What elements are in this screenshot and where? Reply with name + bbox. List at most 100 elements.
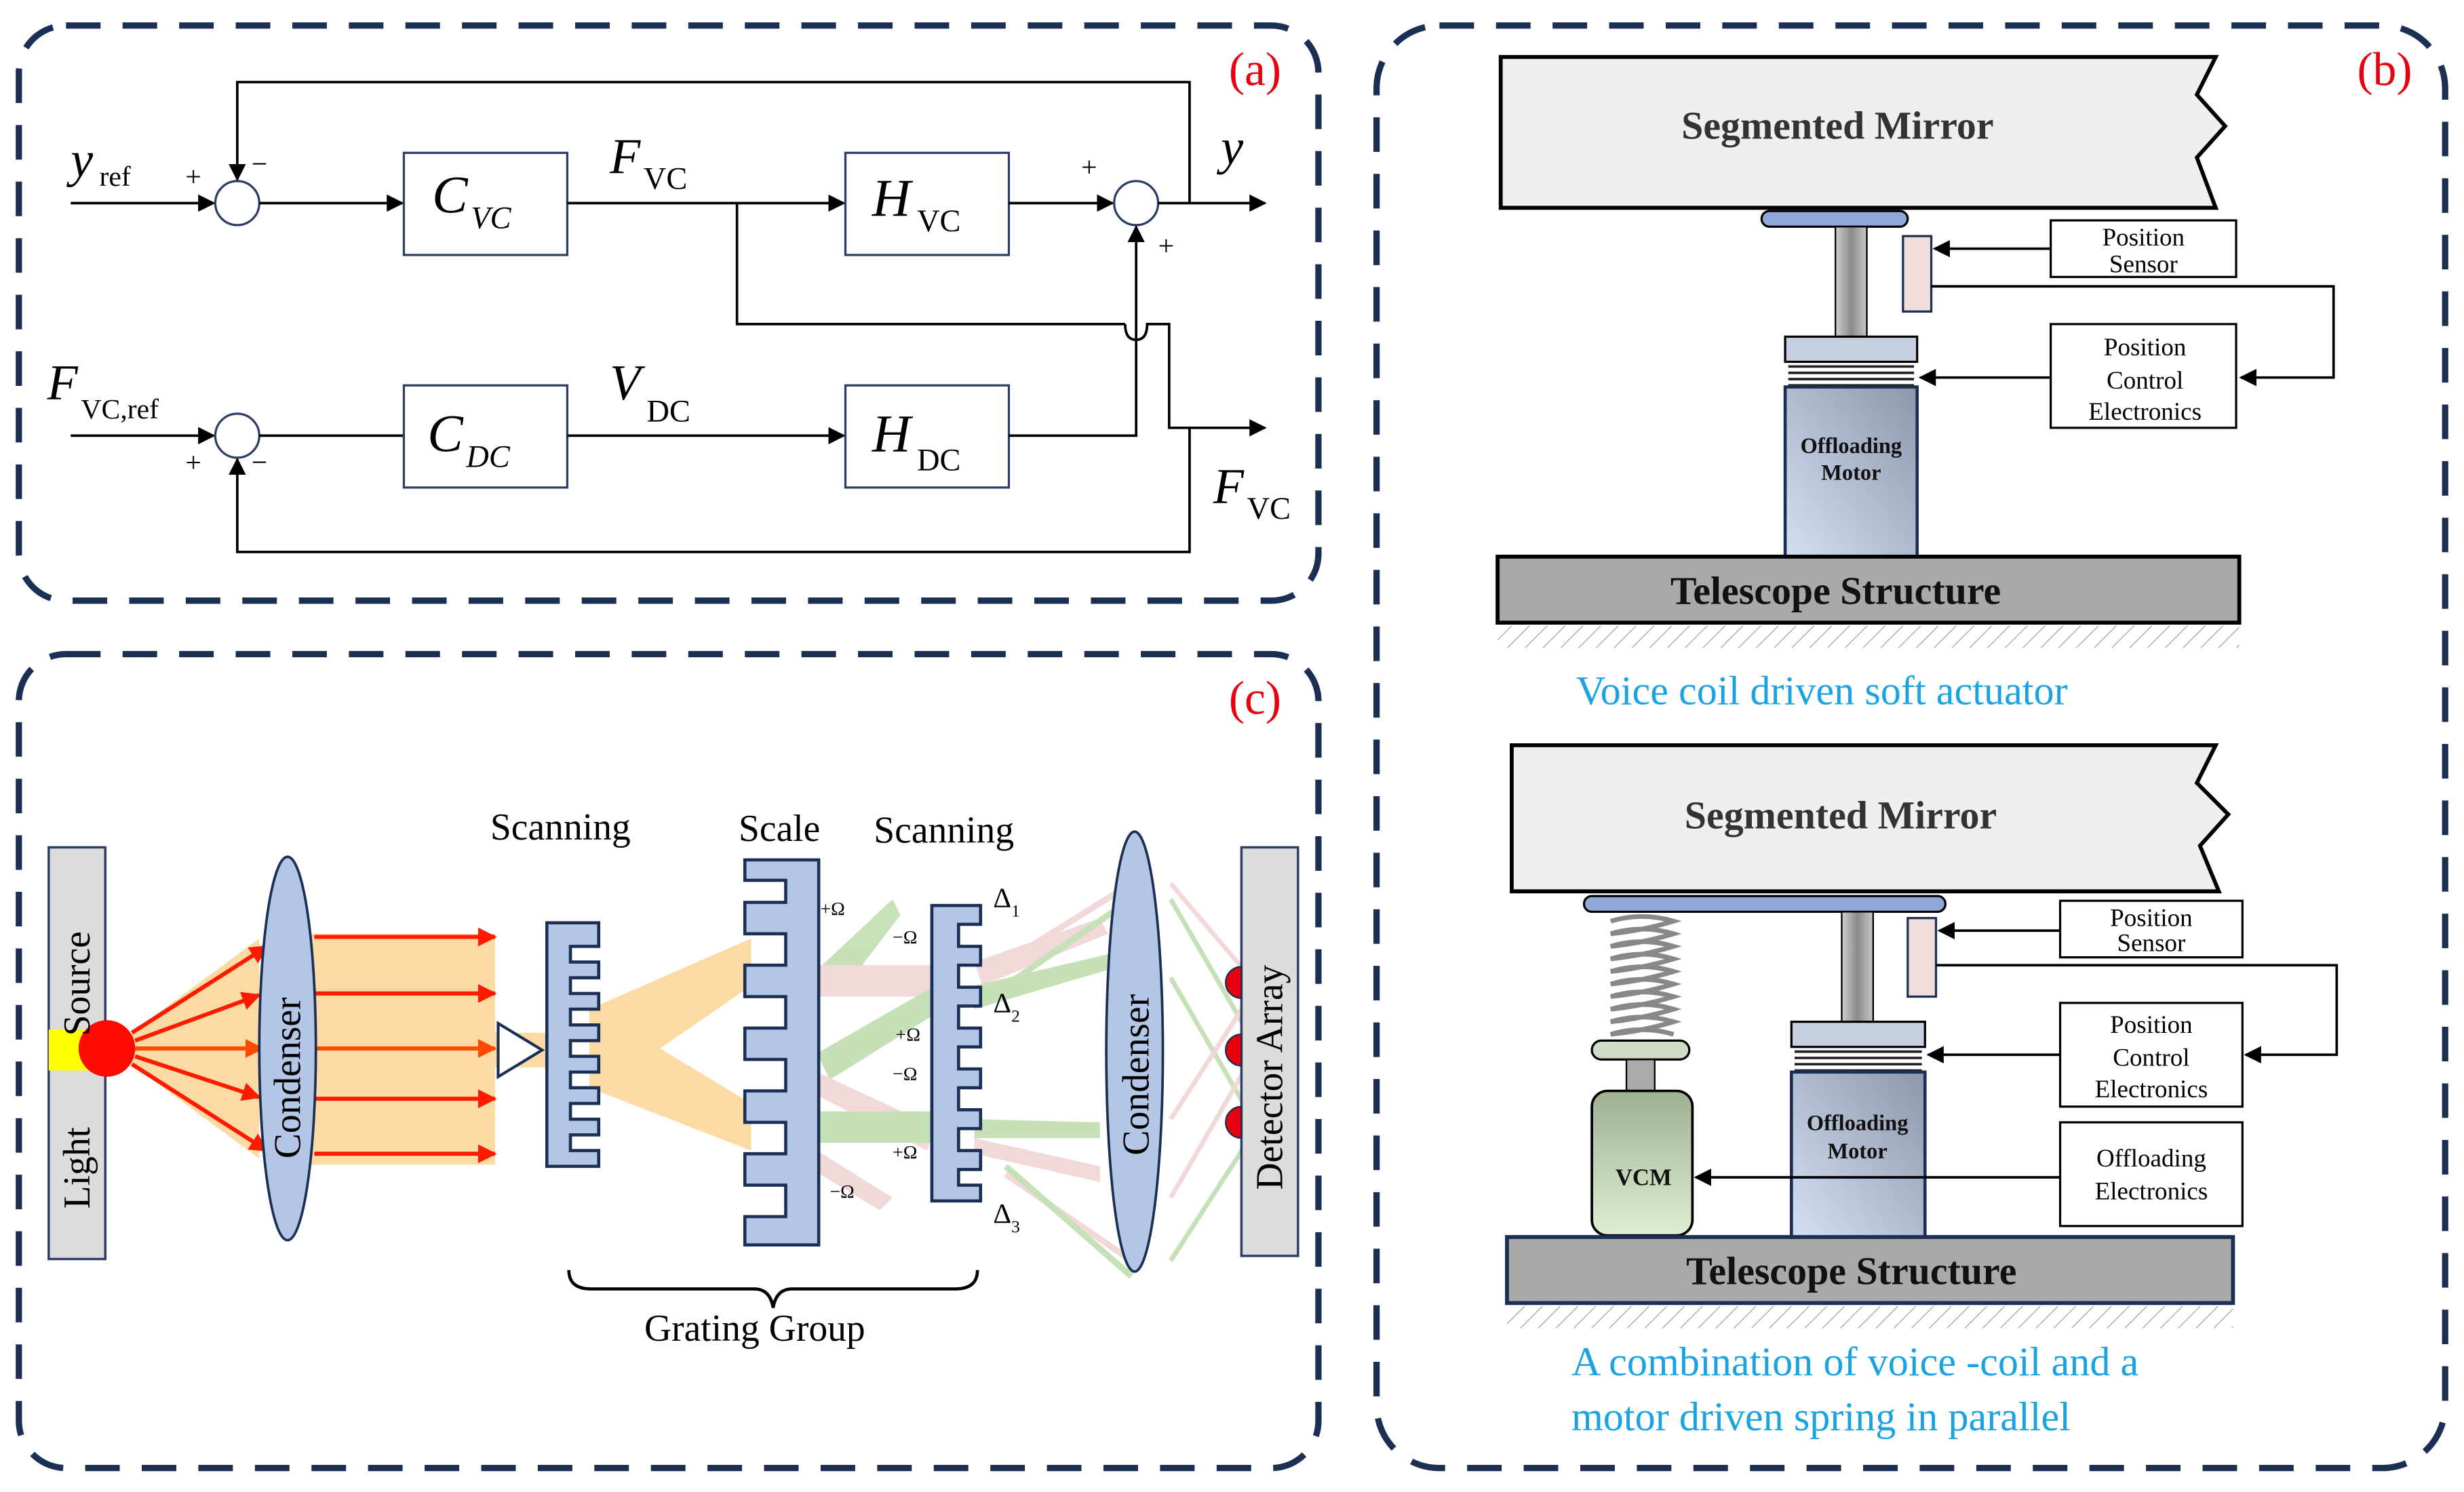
wire-feedback-y (229, 81, 1191, 203)
scanning-2-label: Scanning (874, 809, 1014, 851)
position-control-box-top (2050, 323, 2237, 429)
telescope-structure-top (1495, 554, 2242, 625)
scanning-grating-2 (930, 903, 983, 1203)
sum-junction-top (214, 180, 260, 227)
order-label: −Ω (893, 927, 917, 948)
vcm-label: VCM (1616, 1164, 1672, 1191)
scanning-grating-1 (545, 921, 601, 1169)
wire-crossover-hop (1124, 323, 1267, 437)
label-y-out: y (1216, 120, 1243, 176)
detector-2-icon (1225, 1034, 1243, 1067)
order-label: +Ω (896, 1024, 920, 1045)
panel-b-tag: (b) (2357, 44, 2412, 96)
vcm-body (1590, 1089, 1694, 1237)
scanning-1-label: Scanning (490, 806, 631, 848)
position-sensor-box-bottom (2058, 899, 2244, 959)
scale-grating (743, 858, 821, 1246)
spring-icon (1609, 914, 1682, 1037)
spring-seat (1590, 1039, 1691, 1061)
grating-group-label: Grating Group (644, 1308, 865, 1350)
actuator-cap-top (1784, 335, 1919, 364)
order-label: −Ω (829, 1181, 854, 1202)
detector-array-plate (1240, 846, 1299, 1257)
condenser-lens-left (258, 855, 317, 1242)
condenser-right-label: Condenser (1116, 994, 1158, 1155)
sum-junction-output (1113, 180, 1160, 227)
actuator-cap-bottom (1790, 1021, 1926, 1048)
sign-out-bottom: + (1158, 231, 1175, 262)
segmented-mirror-bottom-label: Segmented Mirror (1685, 793, 1997, 838)
light-source-bulb-icon (78, 1020, 136, 1077)
sign-bottom-bottom: − (252, 448, 268, 479)
caption-top: Voice coil driven soft actuator (1576, 669, 2068, 714)
offloading-motor-top (1783, 385, 1919, 562)
offloading-motor-bottom (1790, 1070, 1927, 1240)
panel-b-border (1373, 22, 2448, 1472)
panel-c-optical-encoder: (c) (16, 650, 1322, 1472)
telescope-structure-bottom (1505, 1235, 2235, 1306)
telescope-structure-bottom-label: Telescope Structure (1686, 1249, 2016, 1293)
condenser-left-label: Condenser (267, 997, 309, 1158)
panel-a-border (16, 22, 1322, 604)
delta-3-label: Δ3 (993, 1198, 1020, 1236)
wire-feedback-fvc (229, 427, 1191, 553)
detector-3-icon (1225, 1105, 1243, 1139)
block-c-vc (402, 151, 569, 256)
light-source-label: LightSource (56, 931, 98, 1209)
rod-top (1835, 226, 1868, 338)
rays-diverging (131, 944, 269, 1153)
delta-2-label: Δ2 (993, 988, 1020, 1026)
condenser-lens-right (1105, 830, 1165, 1273)
sign-bottom-left: + (185, 448, 201, 479)
offloading-electronics-box (2058, 1121, 2244, 1228)
diffraction-beams (817, 880, 1259, 1279)
panel-c-tag: (c) (1229, 673, 1281, 725)
index-mark-triangle-icon (496, 1021, 545, 1080)
panel-c-border (16, 650, 1322, 1472)
grating-group-brace (567, 1270, 979, 1308)
beam-fan-to-scale (589, 938, 751, 1151)
delta-1-label: Δ1 (993, 882, 1020, 920)
wire-sensor-to-control-top (1931, 285, 2335, 387)
block-h-dc (844, 384, 1011, 489)
position-sensor-bottom (1906, 917, 1938, 998)
rod-bottom (1841, 911, 1874, 1023)
coil-windings-bottom (1794, 1050, 1922, 1072)
order-label: −Ω (893, 1063, 917, 1084)
vcm-shaft (1625, 1059, 1656, 1092)
block-h-vc (844, 151, 1011, 256)
wire-sensor-to-control-bottom (1936, 964, 2339, 1064)
sign-top-left: + (185, 161, 201, 193)
sign-top-top: − (252, 149, 268, 180)
position-sensor-box-top (2050, 219, 2237, 279)
panel-a-tag: (a) (1229, 44, 1281, 96)
order-label: +Ω (820, 899, 844, 920)
segmented-mirror-top (1498, 55, 2228, 210)
detector-1-icon (1225, 966, 1243, 1000)
coil-windings-top (1788, 365, 1915, 387)
mount-plate-bottom (1582, 895, 1947, 914)
wire-fvc-branch (735, 203, 1125, 326)
ground-hatch-top (1498, 625, 2240, 648)
scale-label: Scale (739, 808, 820, 850)
wire-hdc-up (1009, 224, 1145, 437)
